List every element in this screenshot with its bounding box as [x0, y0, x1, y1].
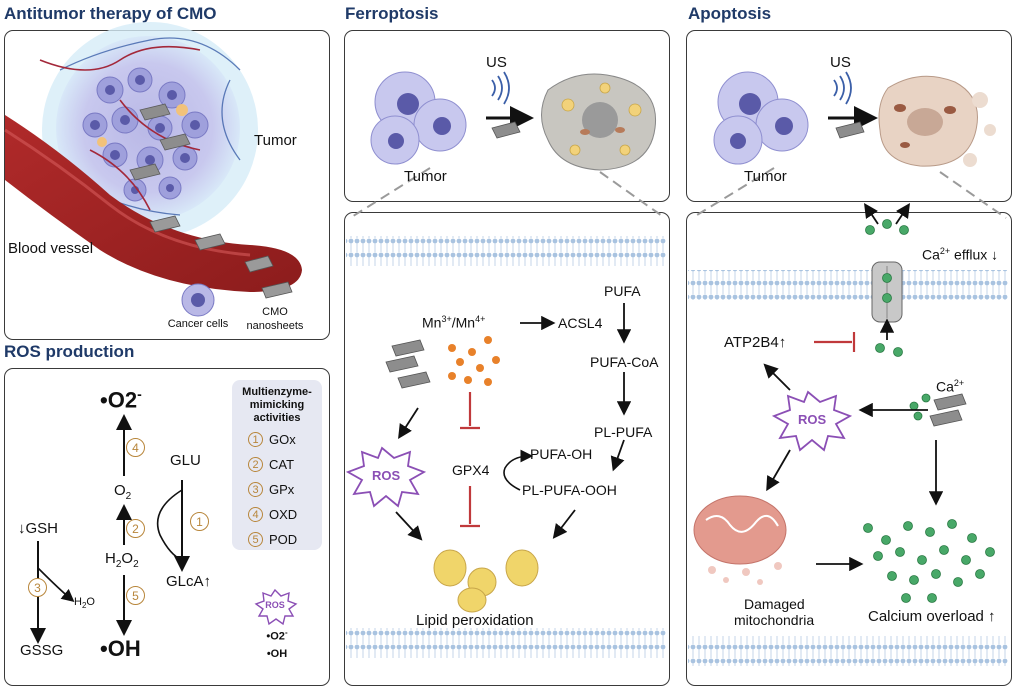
damaged-mitochondria-label-1: Damaged — [744, 596, 805, 612]
multienzyme-legend-title: Multienzyme-mimicking activities — [242, 386, 312, 424]
pl-pufa-ooh-label: PL-PUFA-OOH — [522, 482, 617, 498]
h2o-label: H2O — [74, 596, 95, 611]
activity-number-2: 2 — [126, 519, 145, 538]
activity-number-4: 4 — [126, 438, 145, 457]
ferroptosis-ros-label: ROS — [372, 468, 401, 483]
ca-efflux-label: Ca2+ efflux ↓ — [922, 246, 999, 263]
apoptosis-title: Apoptosis — [688, 4, 772, 23]
cancer-cells-label: Cancer cells — [167, 318, 229, 330]
lipid-peroxidation-label: Lipid peroxidation — [416, 612, 534, 629]
ferroptosis-mechanism-panel — [344, 212, 670, 686]
multienzyme-legend — [232, 380, 322, 550]
apoptosis-us-label: US — [830, 54, 851, 71]
acsl4-label: ACSL4 — [558, 315, 603, 331]
pufa-coa-label: PUFA-CoA — [590, 354, 659, 370]
superoxide-label: •O2- — [100, 386, 142, 413]
gpx4-label: GPX4 — [452, 462, 490, 478]
apoptosis-ros-label: ROS — [798, 412, 827, 427]
ferroptosis-ros-star — [345, 446, 427, 508]
gsh-label: ↓GSH — [18, 520, 59, 537]
pufa-label: PUFA — [604, 283, 641, 299]
damaged-mitochondria-label-2: mitochondria — [734, 612, 815, 628]
h2o2-label: H2O2 — [105, 550, 139, 570]
oxygen-label: O2 — [114, 482, 132, 502]
glu-label: GLU — [170, 452, 201, 469]
atp2b4-label: ATP2B4↑ — [724, 334, 787, 351]
ferroptosis-tumor-label: Tumor — [404, 168, 447, 185]
pufa-oh-label: PUFA-OH — [530, 446, 593, 462]
calcium-overload-label: Calcium overload ↑ — [868, 608, 996, 625]
apoptosis-ros-star — [771, 390, 853, 452]
tumor-label: Tumor — [254, 132, 297, 149]
cmo-label-2: nanosheets — [246, 320, 304, 332]
ros-production-title: ROS production — [4, 342, 135, 361]
blood-vessel-label: Blood vessel — [8, 240, 94, 257]
pl-pufa-label: PL-PUFA — [594, 424, 653, 440]
ferroptosis-us-label: US — [486, 54, 507, 71]
ca-label: Ca2+ — [936, 378, 965, 395]
ros-legend-star — [254, 588, 298, 626]
ros-legend-text: ROS — [265, 600, 285, 610]
mn-label: Mn3+/Mn4+ — [422, 314, 486, 331]
gssg-label: GSSG — [20, 642, 64, 659]
activity-number-3: 3 — [28, 578, 47, 597]
activity-number-5: 5 — [126, 586, 145, 605]
ros-species-hydroxyl: •OH — [266, 648, 288, 660]
activity-number-1: 1 — [190, 512, 209, 531]
hydroxyl-label: •OH — [100, 636, 141, 661]
glca-label: GLcA↑ — [166, 573, 212, 590]
ros-species-superoxide: •O2- — [266, 628, 288, 643]
ferroptosis-title: Ferroptosis — [345, 4, 439, 23]
antitumor-title: Antitumor therapy of CMO — [4, 4, 217, 23]
apoptosis-tumor-label: Tumor — [744, 168, 787, 185]
cmo-label-1: CMO — [262, 306, 288, 318]
